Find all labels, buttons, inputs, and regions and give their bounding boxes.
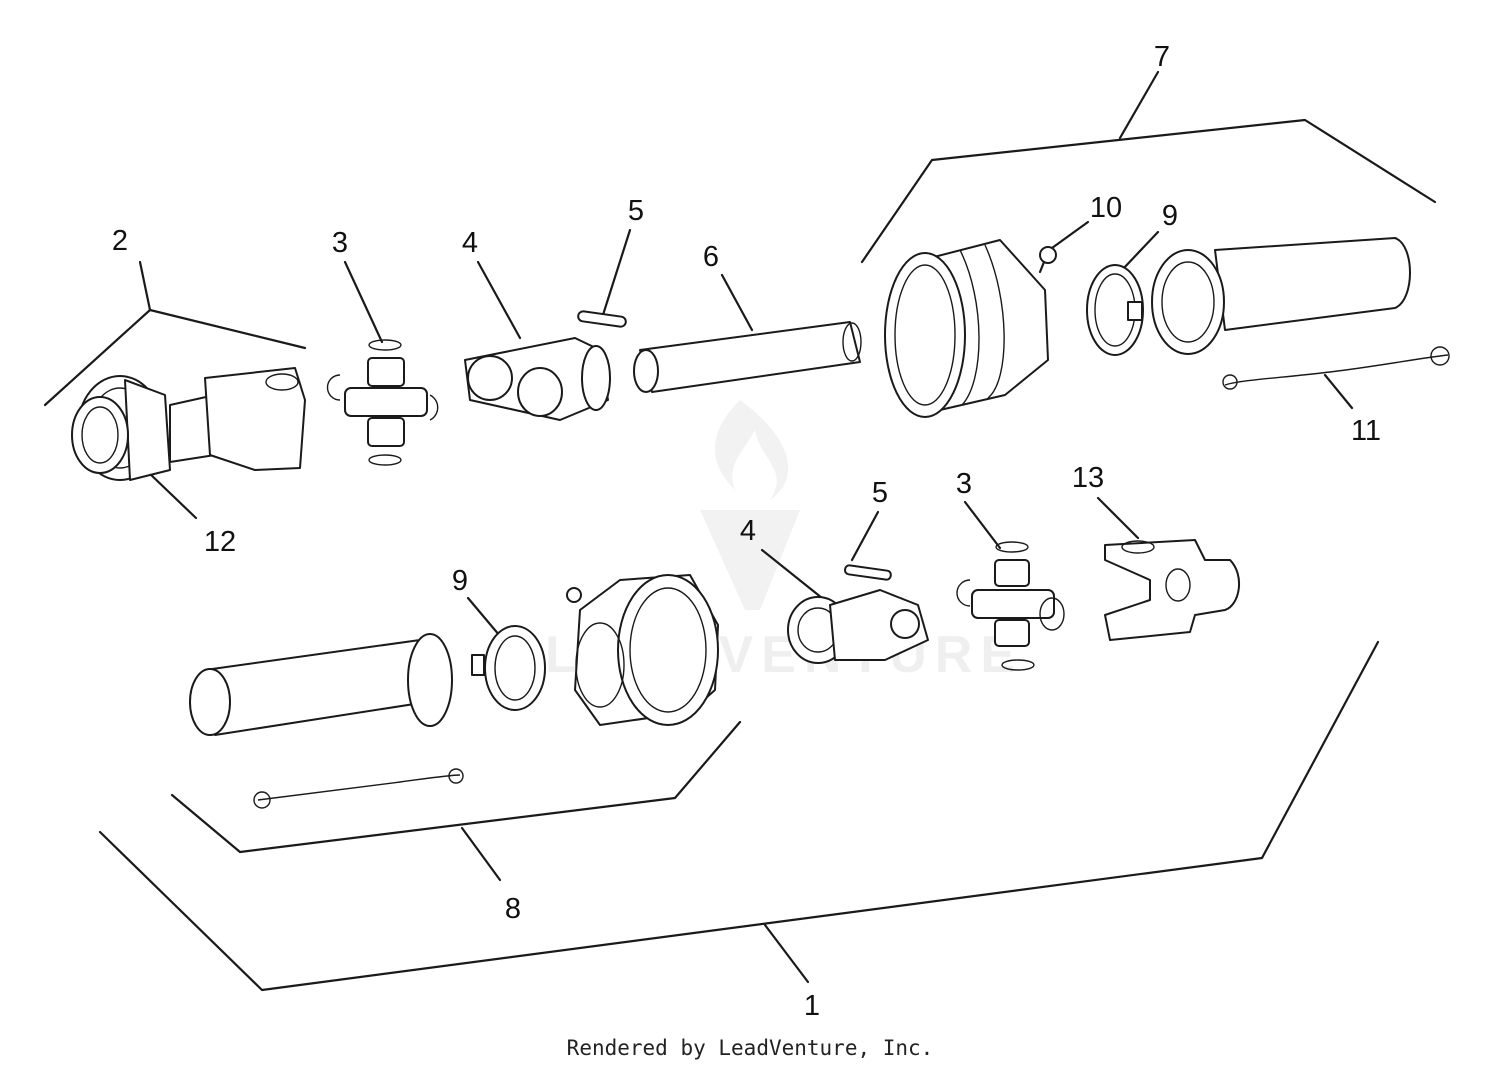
- callout-3-upper: 3: [332, 227, 348, 259]
- callout-3-lower: 3: [956, 468, 972, 500]
- leader-4b: [760, 548, 824, 600]
- render-credit: Rendered by LeadVenture, Inc.: [566, 1036, 934, 1060]
- callouts: 1 2 3 3 4 4 5 5 6 7 8 9 9 10 11 12 13: [112, 41, 1381, 1022]
- callout-5-upper: 5: [628, 195, 644, 227]
- part-screw-upper: [1038, 246, 1057, 274]
- leader-7: [1118, 70, 1160, 140]
- leader-2: [138, 260, 152, 312]
- bracket-group-8: [170, 720, 742, 854]
- callout-8: 8: [505, 893, 521, 925]
- leader-3b: [963, 500, 1002, 550]
- part-cross-journal-upper: [326, 339, 439, 466]
- callout-7: 7: [1154, 41, 1170, 73]
- callout-5-lower: 5: [872, 477, 888, 509]
- part-yoke-inner-upper: [464, 337, 611, 421]
- part-roll-pin-lower: [844, 564, 892, 581]
- part-cross-journal-lower: [956, 541, 1065, 671]
- leader-13: [1096, 496, 1140, 540]
- part-shield-cone-upper: [884, 239, 1049, 418]
- callout-4-upper: 4: [462, 227, 478, 259]
- callout-12: 12: [204, 526, 236, 558]
- leader-5a: [600, 228, 632, 320]
- callout-11: 11: [1351, 415, 1381, 447]
- leader-11: [1323, 373, 1354, 410]
- leader-3a: [343, 260, 384, 344]
- leader-8: [460, 826, 502, 882]
- leader-5b: [850, 510, 880, 562]
- callout-10: 10: [1090, 192, 1122, 224]
- part-roll-pin-upper: [577, 310, 627, 328]
- part-bearing-ring-upper: [1086, 264, 1144, 356]
- part-tube-inner: [633, 321, 862, 393]
- callout-6: 6: [703, 241, 719, 273]
- callout-2: 2: [112, 225, 128, 257]
- callout-4-lower: 4: [740, 515, 756, 547]
- bracket-group-7: [860, 118, 1437, 264]
- leader-10: [1050, 220, 1090, 250]
- callout-9-upper: 9: [1162, 200, 1178, 232]
- leader-6: [720, 273, 754, 332]
- part-yoke-implement: [1104, 539, 1241, 641]
- part-bearing-ring-lower: [471, 625, 546, 711]
- leader-12: [146, 470, 198, 520]
- callout-1: 1: [804, 990, 820, 1022]
- part-chain-upper: [1222, 346, 1450, 390]
- leader-9a: [1120, 230, 1160, 272]
- part-yoke-inner-lower: [787, 589, 929, 664]
- leader-1: [763, 923, 810, 984]
- leader-4a: [476, 260, 522, 340]
- part-yoke-clutch: [71, 367, 306, 481]
- bracket-group-1: [98, 640, 1380, 992]
- part-chain-lower: [253, 768, 464, 809]
- part-guard-tube-upper: [1151, 237, 1411, 355]
- bracket-lines: [43, 70, 1437, 992]
- callout-13: 13: [1072, 462, 1104, 494]
- part-guard-tube-lower: [189, 633, 453, 736]
- part-shield-cone-lower: [566, 574, 719, 726]
- callout-9-lower: 9: [452, 565, 468, 597]
